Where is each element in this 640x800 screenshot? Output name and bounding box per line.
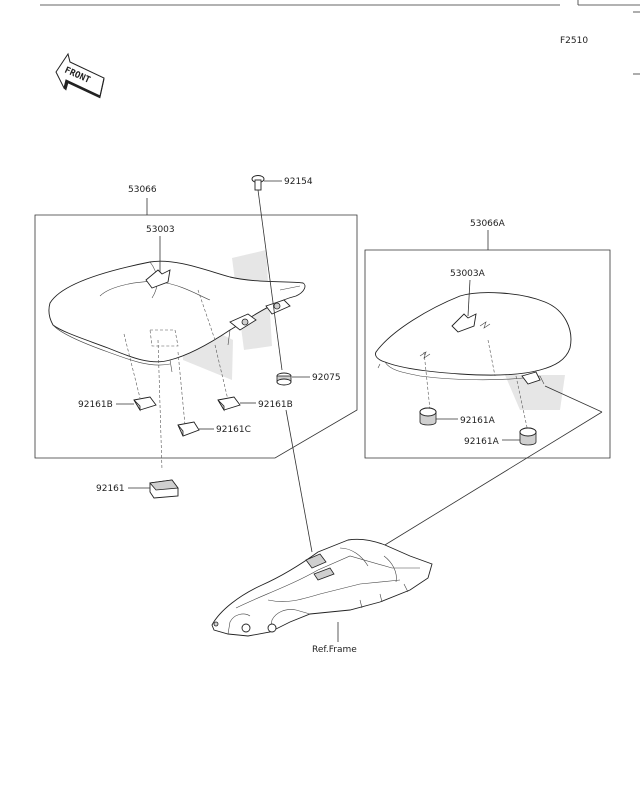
rider-seat-group: 53066 53003 [34,175,358,471]
label-92161b-right: 92161B [258,400,293,410]
damper-92161b-left: 92161B [78,396,157,412]
label-53003a: 53003A [450,269,486,279]
label-92161b-left: 92161B [78,400,113,410]
label-92161c: 92161C [216,425,251,435]
label-92154: 92154 [284,177,313,187]
tag-53003a: 53003A [450,269,486,333]
damper-92161b-right: 92161B [217,396,293,412]
grommet-92075: 92075 [276,372,341,386]
damper-92161a-lower: 92161A [464,427,537,447]
label-92161: 92161 [96,484,125,494]
frame-leader-lines [285,385,603,553]
pillion-seat-group: 53066A 53003A 92161A [364,219,611,459]
page-border [40,0,640,75]
front-arrow-icon: FRONT [55,52,105,99]
label-92161a-upper: 92161A [460,416,496,426]
label-92075: 92075 [312,373,341,383]
tag-53003: 53003 [145,225,175,289]
figure-code: F2510 [560,36,588,46]
label-92161a-lower: 92161A [464,437,500,447]
group-box-53066a [364,249,611,459]
bolt-92154: 92154 [251,175,313,371]
pillion-underside-shadow [505,375,565,410]
pillion-seat [375,292,572,433]
label-53066: 53066 [128,185,157,195]
label-53066a: 53066A [470,219,506,229]
damper-92161a-upper: 92161A [419,407,496,426]
rear-frame: Ref.Frame [211,538,433,655]
rider-seat [48,260,306,471]
group-box-53066 [34,214,358,459]
label-53003: 53003 [146,225,175,235]
reference-frame-label: Ref.Frame [312,645,357,655]
pad-92161: 92161 [96,479,179,499]
damper-92161c: 92161C [177,421,251,437]
